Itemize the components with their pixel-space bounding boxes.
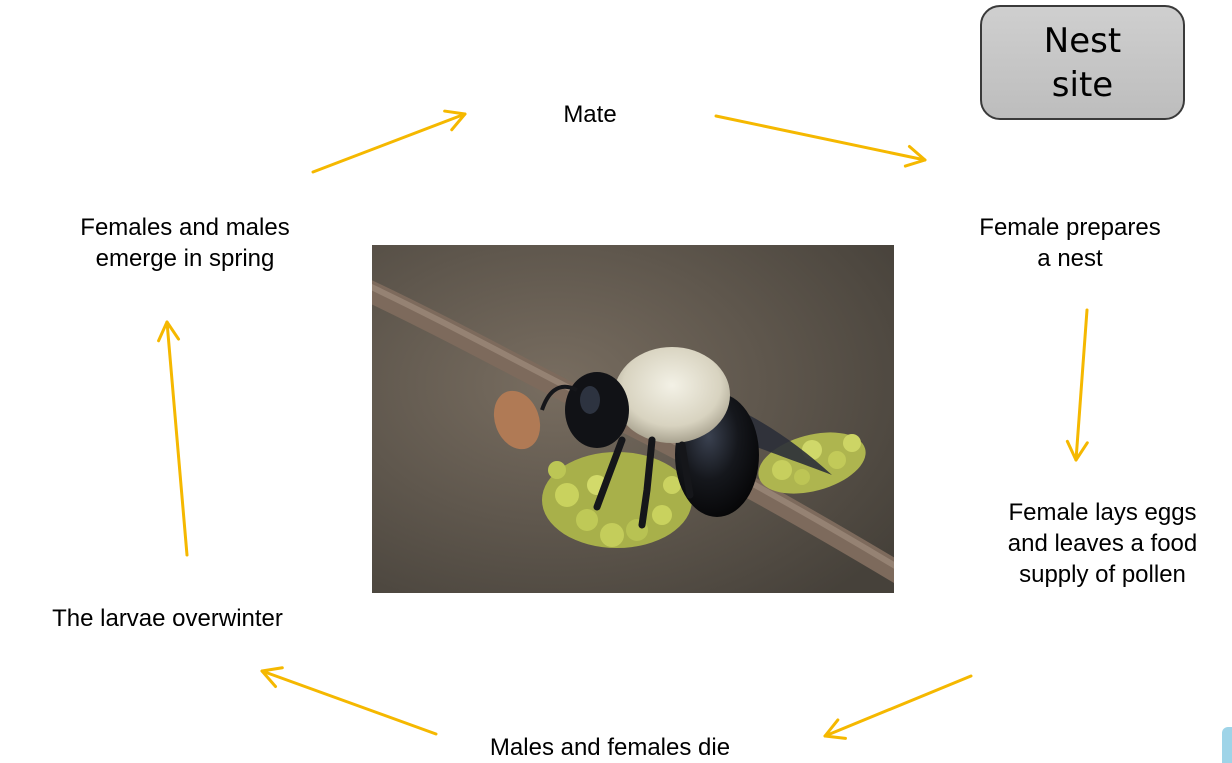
stage-lay-eggs-line-1: Female lays eggs <box>960 497 1232 528</box>
bee-head <box>565 372 629 448</box>
arrow-die-to-overwinter <box>262 671 436 734</box>
catkin-flower-left <box>542 452 692 548</box>
bee-eye <box>580 386 600 414</box>
arrow-mate-to-prepare <box>716 116 925 160</box>
stage-mate-line-1: Mate <box>540 99 640 130</box>
bee-illustration <box>372 245 894 593</box>
stage-emerge-line-1: Females and males <box>35 212 335 243</box>
stage-lay-eggs-line-3: supply of pollen <box>960 559 1232 590</box>
stage-adults-die-line-1: Males and females die <box>440 732 780 763</box>
stage-adults-die-label: Males and females die <box>440 732 780 763</box>
bee-thorax <box>614 347 730 443</box>
arrow-prepare-to-lay <box>1076 310 1087 460</box>
nest-site-callout: Nest site <box>980 5 1185 120</box>
nest-site-line-1: Nest <box>1044 19 1121 63</box>
stage-emerge-label: Females and males emerge in spring <box>35 212 335 274</box>
stage-lay-eggs-line-2: and leaves a food <box>960 528 1232 559</box>
stage-emerge-line-2: emerge in spring <box>35 243 335 274</box>
arrow-overwinter-to-emerge <box>167 322 187 555</box>
stage-prepare-nest-line-2: a nest <box>920 243 1220 274</box>
arrow-emerge-to-mate <box>313 114 465 172</box>
stage-mate-label: Mate <box>540 99 640 130</box>
stage-overwinter-label: The larvae overwinter <box>0 603 335 634</box>
stage-lay-eggs-label: Female lays eggs and leaves a food suppl… <box>960 497 1232 590</box>
stage-prepare-nest-line-1: Female prepares <box>920 212 1220 243</box>
arrow-lay-to-die <box>825 676 971 736</box>
nest-site-line-2: site <box>1052 63 1113 107</box>
stage-prepare-nest-label: Female prepares a nest <box>920 212 1220 274</box>
bee-photo <box>372 245 894 593</box>
stage-overwinter-line-1: The larvae overwinter <box>0 603 335 634</box>
corner-decoration <box>1222 727 1232 763</box>
